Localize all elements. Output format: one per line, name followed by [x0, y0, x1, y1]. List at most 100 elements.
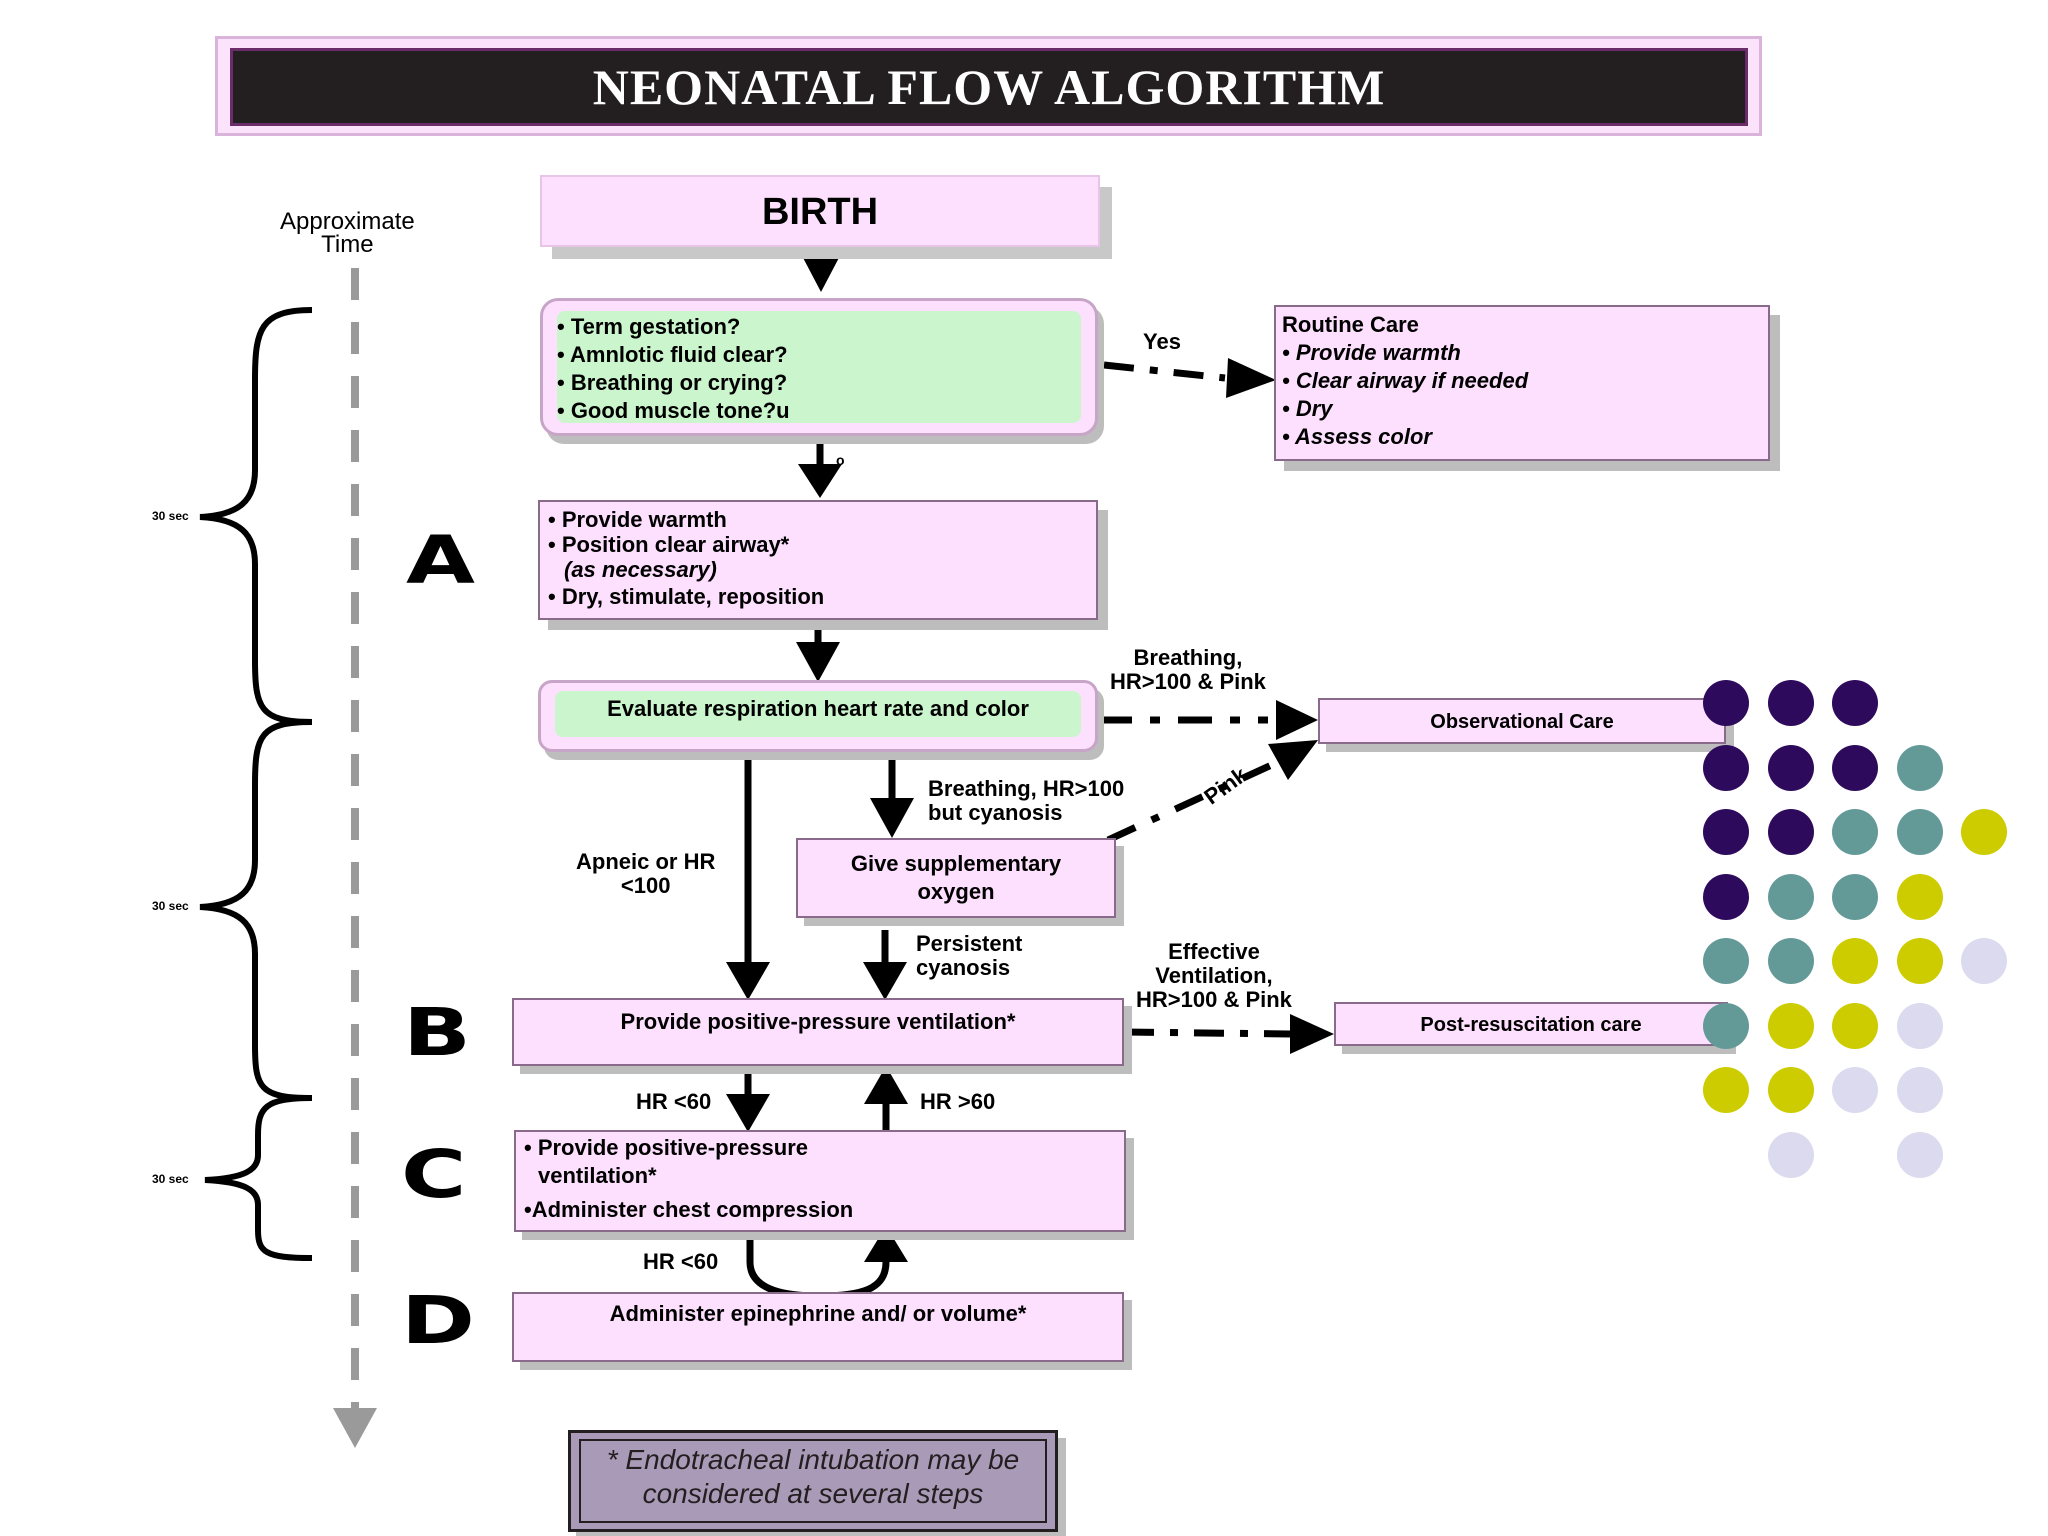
- effective-ventilation-label: Effective Ventilation, HR>100 & Pink: [1136, 939, 1292, 1012]
- step-c-box: • Provide positive-pressure ventilation*…: [514, 1130, 1126, 1232]
- decorative-dot: [1767, 1067, 1814, 1113]
- decorative-dot: [1767, 809, 1814, 855]
- evaluate-label: Evaluate respiration heart rate and colo…: [607, 696, 1029, 721]
- intubation-note-text: * Endotracheal intubation may be conside…: [606, 1444, 1020, 1509]
- decorative-dot: [1896, 744, 1943, 791]
- apneic-label: Apneic or HR <100: [576, 849, 716, 898]
- step-a-box: • Provide warmth • Position clear airway…: [538, 500, 1098, 620]
- time-segment-3: 30 sec: [152, 1172, 189, 1186]
- arrow-oxygen-b: [863, 962, 907, 1000]
- routine-item-1: • Provide warmth: [1282, 340, 1461, 365]
- assess-item-3: • Breathing or crying?: [557, 370, 788, 395]
- decorative-dot: [1703, 938, 1749, 984]
- intubation-note: * Endotracheal intubation may be conside…: [568, 1430, 1058, 1532]
- decorative-dot: [1832, 873, 1878, 920]
- decorative-dot: [1767, 873, 1814, 920]
- decorative-dot: [1832, 1002, 1878, 1049]
- post-resuscitation-box: Post-resuscitation care: [1334, 1002, 1728, 1046]
- yes-label: Yes: [1143, 329, 1181, 354]
- decorative-dot: [1703, 1067, 1749, 1113]
- routine-care-title: Routine Care: [1282, 312, 1419, 337]
- step-letter-b: B: [403, 994, 471, 1071]
- decorative-dot: [1896, 1067, 1943, 1113]
- decorative-dot: [1896, 873, 1943, 920]
- decorative-dot: [1703, 873, 1749, 920]
- decorative-dot: [1961, 809, 2007, 855]
- decorative-dot: [1832, 809, 1878, 855]
- arrow-birth-assess: [800, 252, 842, 292]
- hr-greater-60-label: HR >60: [920, 1089, 996, 1114]
- brace-1: [199, 307, 313, 725]
- step-a-item-3: • Dry, stimulate, reposition: [548, 584, 825, 609]
- decorative-dot: [1832, 680, 1878, 726]
- decorative-dot: [1767, 744, 1814, 791]
- decorative-dot: [1703, 680, 1749, 726]
- observational-care-label: Observational Care: [1430, 711, 1614, 733]
- time-segment-2: 30 sec: [152, 899, 189, 913]
- decorative-dot: [1896, 809, 1943, 855]
- decorative-dot: [1896, 1002, 1943, 1049]
- decorative-dot: [1832, 938, 1878, 984]
- decorative-dot: [1832, 744, 1878, 791]
- decorative-dot: [1832, 1067, 1878, 1113]
- step-b-ppv-box: Provide positive-pressure ventilation*: [512, 998, 1124, 1066]
- birth-box: BIRTH: [540, 175, 1100, 247]
- step-letter-d: D: [401, 1282, 475, 1359]
- step-c-line-3: •Administer chest compression: [524, 1197, 854, 1222]
- step-letter-c: C: [401, 1136, 467, 1213]
- step-a-note: (as necessary): [564, 557, 717, 582]
- routine-item-2: • Clear airway if needed: [1282, 368, 1529, 393]
- routine-item-3: • Dry: [1282, 396, 1333, 421]
- birth-label: BIRTH: [761, 191, 879, 233]
- hr-less-60-loop-label: HR <60: [643, 1249, 719, 1274]
- time-segment-1: 30 sec: [152, 509, 189, 523]
- initial-assessment-box: • Term gestation? • Amnlotic fluid clear…: [540, 298, 1098, 436]
- step-letter-a: A: [406, 522, 475, 599]
- decorative-dot: [1703, 1002, 1749, 1049]
- observational-care-box: Observational Care: [1318, 698, 1726, 744]
- page-title: NEONATAL FLOW ALGORITHM: [592, 59, 1386, 115]
- cyanosis-condition-label: Breathing, HR>100 but cyanosis: [928, 776, 1125, 825]
- arrow-b-post: [1123, 1028, 1291, 1038]
- step-a-item-1: • Provide warmth: [548, 507, 727, 532]
- decorative-dot: [1896, 1131, 1943, 1178]
- arrow-c-b: [864, 1066, 908, 1104]
- arrow-assess-a: [798, 464, 842, 498]
- epinephrine-label: Administer epinephrine and/ or volume*: [609, 1301, 1027, 1326]
- oxygen-line-1: Give supplementary: [850, 851, 1062, 876]
- persistent-cyanosis-label: Persistent cyanosis: [916, 931, 1023, 980]
- assess-item-4: • Good muscle tone?u: [557, 398, 790, 423]
- assess-item-2: • Amnlotic fluid clear?: [557, 342, 788, 367]
- arrow-b-c: [726, 1094, 770, 1132]
- arrow-a-evaluate: [796, 642, 840, 682]
- decorative-dot: [1896, 938, 1943, 984]
- decorative-dot: [1767, 938, 1814, 984]
- decorative-dot: [1703, 809, 1749, 855]
- arrow-oxygen-observational: [1106, 758, 1280, 844]
- timeline-arrowhead: [333, 1408, 377, 1448]
- brace-3: [204, 1095, 313, 1261]
- post-resuscitation-label: Post-resuscitation care: [1420, 1014, 1642, 1036]
- routine-item-4: • Assess color: [1282, 424, 1432, 449]
- step-c-line-2: ventilation*: [538, 1163, 657, 1188]
- title-banner: NEONATAL FLOW ALGORITHM: [230, 48, 1748, 126]
- routine-care-box: Routine Care • Provide warmth • Clear ai…: [1274, 305, 1770, 461]
- arrow-loop-c-d: [746, 1232, 890, 1300]
- ppv-label: Provide positive-pressure ventilation*: [620, 1009, 1016, 1034]
- assess-item-1: • Term gestation?: [557, 314, 741, 339]
- decorative-dot: [1703, 744, 1749, 791]
- step-d-epinephrine-box: Administer epinephrine and/ or volume*: [512, 1292, 1124, 1362]
- supplementary-oxygen-box: Give supplementary oxygen: [796, 838, 1116, 918]
- arrow-eval-oxygen: [870, 798, 914, 838]
- hr-less-60-label: HR <60: [636, 1089, 712, 1114]
- oxygen-line-2: oxygen: [917, 879, 995, 904]
- step-a-item-2: • Position clear airway*: [548, 532, 790, 557]
- timeline-label: Approximate Time: [280, 208, 415, 258]
- breathing-pink-label: Breathing, HR>100 & Pink: [1110, 645, 1266, 694]
- decorative-dot: [1767, 680, 1814, 726]
- decorative-dot: [1767, 1002, 1814, 1049]
- decorative-dot: [1961, 938, 2007, 984]
- step-c-line-1: • Provide positive-pressure: [524, 1135, 809, 1160]
- decorative-dot: [1767, 1131, 1814, 1178]
